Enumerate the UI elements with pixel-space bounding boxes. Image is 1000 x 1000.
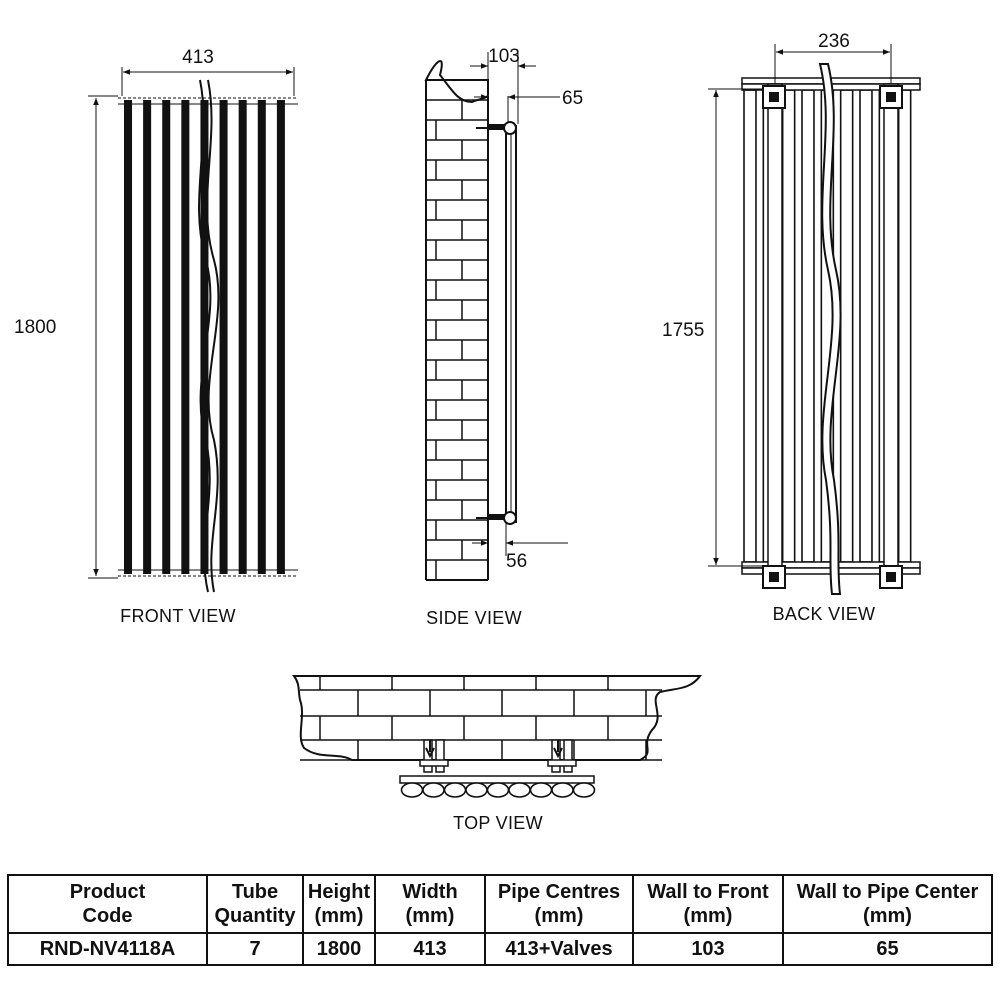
front-view: 413 1800 FRONT VIEW <box>14 47 298 626</box>
back-tube <box>801 89 815 563</box>
back-view-bracket-top-left <box>762 85 786 109</box>
front-view-tubes <box>124 100 285 574</box>
top-view: TOP VIEW <box>292 675 702 833</box>
back-view: 236 1755 BACK VIEW <box>662 31 921 624</box>
header-height: Height(mm) <box>302 874 376 934</box>
top-tube <box>486 782 510 798</box>
cell-pipe-centres: 413+Valves <box>484 932 634 966</box>
cell-wall-to-front: 103 <box>632 932 784 966</box>
side-pipe-dimension: 65 <box>562 88 583 109</box>
front-view-label: FRONT VIEW <box>120 606 236 626</box>
top-tube <box>443 782 467 798</box>
top-tube <box>465 782 488 798</box>
top-tube <box>529 782 553 798</box>
top-view-bracket-right <box>547 739 577 773</box>
side-bracket-dimension: 56 <box>506 551 527 572</box>
header-wall-to-pipe-center: Wall to Pipe Center(mm) <box>782 874 993 934</box>
front-tube <box>181 100 190 574</box>
side-view-brick-wall <box>426 99 488 580</box>
front-tube <box>143 100 152 574</box>
front-width-dimension: 413 <box>182 47 214 68</box>
top-tube <box>422 782 445 798</box>
header-width: Width(mm) <box>374 874 486 934</box>
cell-wall-to-pipe-center: 65 <box>782 932 993 966</box>
back-view-bracket-bottom-left <box>762 565 786 589</box>
top-tube <box>400 782 424 798</box>
cell-tube-quantity: 7 <box>206 932 304 966</box>
back-tube <box>781 89 796 563</box>
front-tube <box>238 100 247 574</box>
side-view-bottom-bracket <box>476 511 517 525</box>
table-row: RND-NV4118A 7 1800 413 413+Valves 103 65 <box>7 932 993 966</box>
front-tube <box>219 100 228 574</box>
back-tube <box>743 89 757 563</box>
side-view: 103 65 56 SIDE VIEW <box>424 46 583 628</box>
front-tube <box>257 100 266 574</box>
front-tube <box>124 100 133 574</box>
top-view-label: TOP VIEW <box>453 813 543 833</box>
header-pipe-centres: Pipe Centres(mm) <box>484 874 634 934</box>
back-bracket-height-dimension: 1755 <box>662 320 704 341</box>
top-tube <box>572 782 596 798</box>
technical-drawing: 413 1800 FRONT VIEW 1 <box>14 31 921 833</box>
cell-width: 413 <box>374 932 486 966</box>
back-view-bracket-top-right <box>879 85 903 109</box>
side-depth-dimension: 103 <box>488 46 520 67</box>
cell-height: 1800 <box>302 932 376 966</box>
front-tube <box>276 100 285 574</box>
front-tube <box>200 100 209 574</box>
back-view-bracket-bottom-right <box>879 565 903 589</box>
back-tube <box>859 89 873 563</box>
front-tube <box>162 100 171 574</box>
top-view-tubes <box>400 782 596 798</box>
side-view-top-bracket <box>476 121 517 135</box>
top-tube <box>508 782 531 798</box>
cell-product-code: RND-NV4118A <box>7 932 208 966</box>
back-bracket-spacing-dimension: 236 <box>818 31 850 52</box>
back-view-label: BACK VIEW <box>773 604 876 624</box>
top-view-brick-wall <box>300 676 662 761</box>
back-view-pipe <box>818 63 842 595</box>
front-view-pipe <box>198 79 212 593</box>
back-tube <box>897 89 912 563</box>
side-view-label: SIDE VIEW <box>426 608 522 628</box>
top-view-bracket-left <box>419 739 449 773</box>
top-tube <box>551 782 574 798</box>
header-wall-to-front: Wall to Front(mm) <box>632 874 784 934</box>
back-tube <box>839 89 854 563</box>
front-height-dimension: 1800 <box>14 317 56 338</box>
